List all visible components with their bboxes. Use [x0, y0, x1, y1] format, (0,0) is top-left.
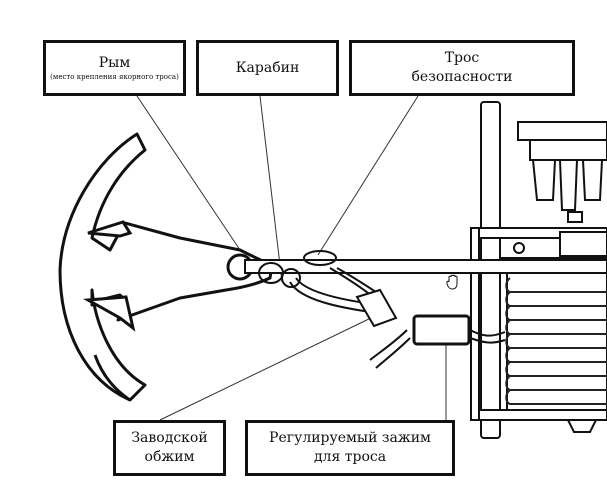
label-factory-crimp: Заводской обжим — [113, 420, 226, 476]
anchor-icon — [58, 132, 274, 402]
winch-base-icon — [566, 419, 598, 433]
leader-safety-cable — [317, 95, 419, 256]
label-carabiner-title: Карабин — [235, 59, 300, 76]
label-factory-crimp-line1: Заводской — [131, 430, 208, 446]
carabiner-icon — [258, 250, 337, 288]
label-ring-subtitle: (место крепления якорного троса) — [50, 73, 179, 81]
leader-lines — [136, 95, 447, 421]
label-safety-cable-line2: безопасности — [411, 69, 513, 85]
leader-ring — [136, 95, 241, 251]
label-factory-crimp-line2: обжим — [144, 449, 195, 465]
cable-clamp-icon — [412, 314, 471, 346]
label-carabiner: Карабин — [196, 40, 339, 96]
cable-drum-coils — [505, 277, 607, 405]
label-cable-clamp: Регулируемый зажим для троса — [245, 420, 455, 476]
label-cable-clamp-line1: Регулируемый зажим — [269, 430, 431, 446]
leader-carabiner — [259, 95, 283, 283]
main-cable — [244, 259, 607, 274]
hand-cursor-icon — [446, 274, 458, 290]
label-ring-title: Рым — [98, 55, 131, 71]
label-ring: Рым (место крепления якорного троса) — [43, 40, 186, 96]
label-safety-cable: Трос безопасности — [349, 40, 575, 96]
leader-crimp — [159, 315, 376, 421]
label-cable-clamp-line2: для троса — [313, 449, 387, 465]
label-safety-cable-line1: Трос — [444, 50, 480, 66]
factory-crimp-icon — [355, 288, 398, 328]
anchor-fluke-icon — [82, 220, 136, 332]
